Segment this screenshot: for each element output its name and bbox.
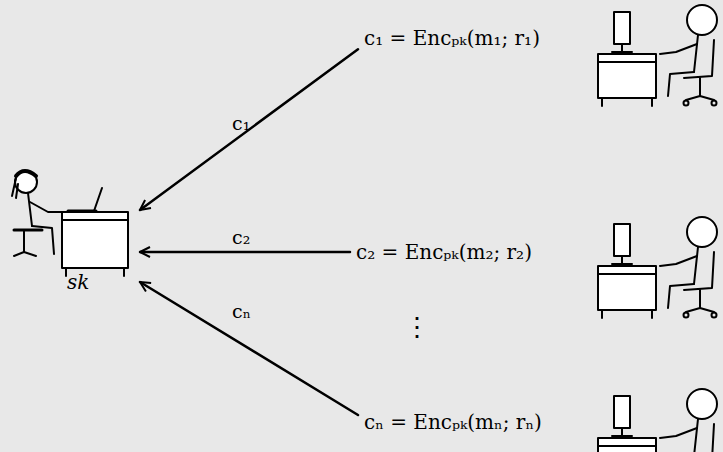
ciphertext-arrow: [140, 282, 358, 415]
edge-label: cₙ: [230, 300, 253, 322]
sender-equation: c₂ = Encₚₖ(m₂; r₂): [352, 238, 536, 266]
edge-label: c₂: [230, 226, 252, 248]
sender-figure: [598, 5, 717, 106]
equation-text: c₁ = Encₚₖ(m₁; r₁): [360, 24, 544, 52]
receiver-figure: [12, 171, 128, 276]
equation-text: cₙ = Encₚₖ(mₙ; rₙ): [360, 408, 546, 436]
equation-text: c₂ = Encₚₖ(m₂; r₂): [352, 238, 536, 266]
key-label: sk: [67, 270, 89, 294]
sender-figure: [598, 217, 717, 318]
receiver-node: sk: [5, 168, 140, 296]
ciphertext-arrow: [140, 49, 358, 210]
sender-figure: [598, 389, 717, 452]
sender-equation: cₙ = Encₚₖ(mₙ; rₙ): [360, 408, 546, 436]
sender-equation: c₁ = Encₚₖ(m₁; r₁): [360, 24, 544, 52]
edge-label: c₁: [230, 112, 252, 134]
ciphertext-arrow: [140, 251, 350, 254]
ellipsis: ⋮: [404, 314, 430, 340]
